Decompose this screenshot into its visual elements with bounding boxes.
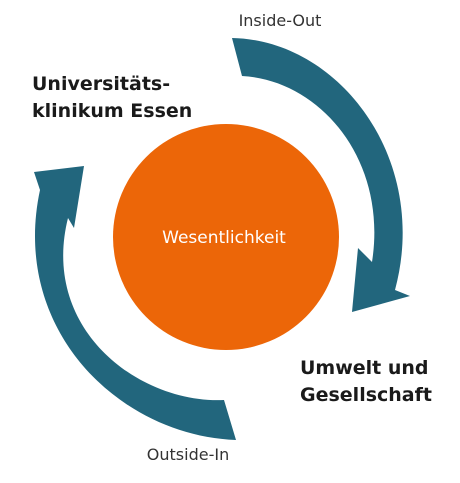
- center-circle: [113, 124, 339, 350]
- inside-out-arrow-icon: [232, 38, 410, 312]
- left-entity-line-2: klinikum Essen: [32, 100, 192, 122]
- left-entity-line-1: Universitäts-: [32, 73, 170, 95]
- top-arrow-label: Inside-Out: [239, 11, 322, 30]
- center-label: Wesentlichkeit: [162, 228, 286, 248]
- right-entity-line-1: Umwelt und: [300, 357, 429, 379]
- bottom-arrow-label: Outside-In: [147, 445, 229, 464]
- right-entity-line-2: Gesellschaft: [300, 384, 432, 406]
- outside-in-arrow-icon: [34, 166, 236, 440]
